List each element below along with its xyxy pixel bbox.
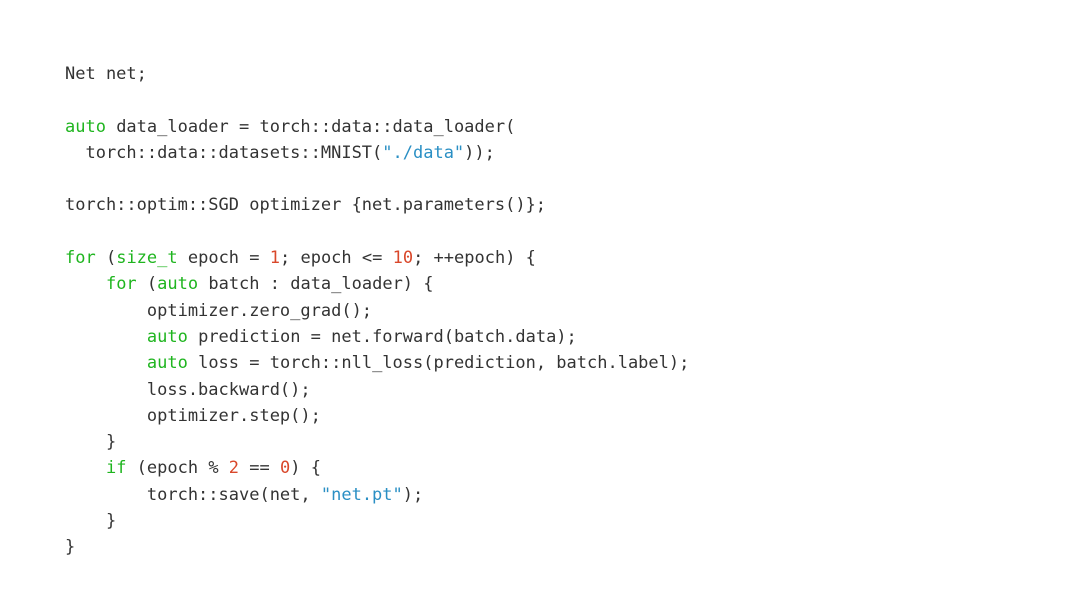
code-token-plain xyxy=(65,458,106,478)
code-line: } xyxy=(65,534,689,560)
code-line: auto loss = torch::nll_loss(prediction, … xyxy=(65,350,689,376)
code-token-number: 1 xyxy=(269,248,280,269)
code-line: optimizer.zero_grad(); xyxy=(65,298,689,324)
code-line: ​ xyxy=(65,166,689,192)
code-token-plain: epoch = xyxy=(177,248,270,269)
code-line: ​ xyxy=(65,87,689,113)
code-token-plain: ); xyxy=(402,484,424,505)
code-token-plain xyxy=(65,327,147,347)
code-token-plain: ( xyxy=(95,248,117,269)
code-token-plain: ) { xyxy=(290,458,321,479)
code-line: ​ xyxy=(65,219,689,245)
code-token-string: "net.pt" xyxy=(320,484,403,505)
code-line: for (size_t epoch = 1; epoch <= 10; ++ep… xyxy=(65,245,689,271)
code-token-plain: data_loader = torch::data::data_loader( xyxy=(105,116,516,137)
code-line: torch::save(net, "net.pt"); xyxy=(65,482,689,508)
code-token-plain: ; epoch <= xyxy=(280,248,393,269)
code-token-plain: loss = torch::nll_loss(prediction, batch… xyxy=(187,353,690,374)
code-token-plain: == xyxy=(239,458,280,479)
code-token-plain: Net net; xyxy=(65,64,147,84)
code-token-plain xyxy=(65,274,106,294)
code-line: if (epoch % 2 == 0) { xyxy=(65,455,689,481)
code-token-keyword: for xyxy=(105,274,137,295)
code-line: optimizer.step(); xyxy=(65,403,689,429)
code-token-plain xyxy=(65,353,147,373)
code-token-plain: batch : data_loader) { xyxy=(198,274,434,295)
code-line: torch::data::datasets::MNIST("./data")); xyxy=(65,140,689,166)
code-token-plain: loss.backward(); xyxy=(65,379,311,400)
code-line: } xyxy=(65,508,689,534)
code-token-keyword: auto xyxy=(146,353,188,374)
code-token-keyword: if xyxy=(105,458,127,479)
code-token-plain: torch::optim::SGD optimizer {net.paramet… xyxy=(65,195,547,216)
code-token-keyword: auto xyxy=(65,116,106,137)
code-token-plain: ( xyxy=(136,274,158,295)
code-token-plain: prediction = net.forward(batch.data); xyxy=(187,326,577,347)
code-token-plain: ; ++epoch) { xyxy=(413,248,536,269)
code-line: loss.backward(); xyxy=(65,377,689,403)
code-block: Net net;​auto data_loader = torch::data:… xyxy=(65,61,689,561)
code-line: auto data_loader = torch::data::data_loa… xyxy=(65,114,689,140)
code-token-plain: } xyxy=(65,537,76,558)
code-token-plain: optimizer.step(); xyxy=(65,405,321,426)
code-line: torch::optim::SGD optimizer {net.paramet… xyxy=(65,192,689,218)
code-token-plain: torch::data::datasets::MNIST( xyxy=(65,142,383,163)
code-token-string: "./data" xyxy=(382,142,465,163)
code-line: auto prediction = net.forward(batch.data… xyxy=(65,324,689,350)
code-token-number: 10 xyxy=(392,248,414,269)
code-token-keyword: size_t xyxy=(116,248,178,269)
code-token-keyword: auto xyxy=(146,326,188,347)
code-token-plain: )); xyxy=(464,142,495,163)
code-token-plain: (epoch % xyxy=(126,458,229,479)
code-line: Net net; xyxy=(65,61,689,87)
code-token-plain: } xyxy=(65,432,117,453)
code-token-plain: optimizer.zero_grad(); xyxy=(65,300,373,321)
code-token-number: 0 xyxy=(280,458,291,479)
code-line: for (auto batch : data_loader) { xyxy=(65,271,689,297)
code-token-keyword: auto xyxy=(157,274,199,295)
code-token-plain: torch::save(net, xyxy=(65,484,321,505)
code-token-keyword: for xyxy=(65,248,96,269)
code-line: } xyxy=(65,429,689,455)
code-token-number: 2 xyxy=(228,458,240,479)
code-token-plain: } xyxy=(65,511,117,532)
